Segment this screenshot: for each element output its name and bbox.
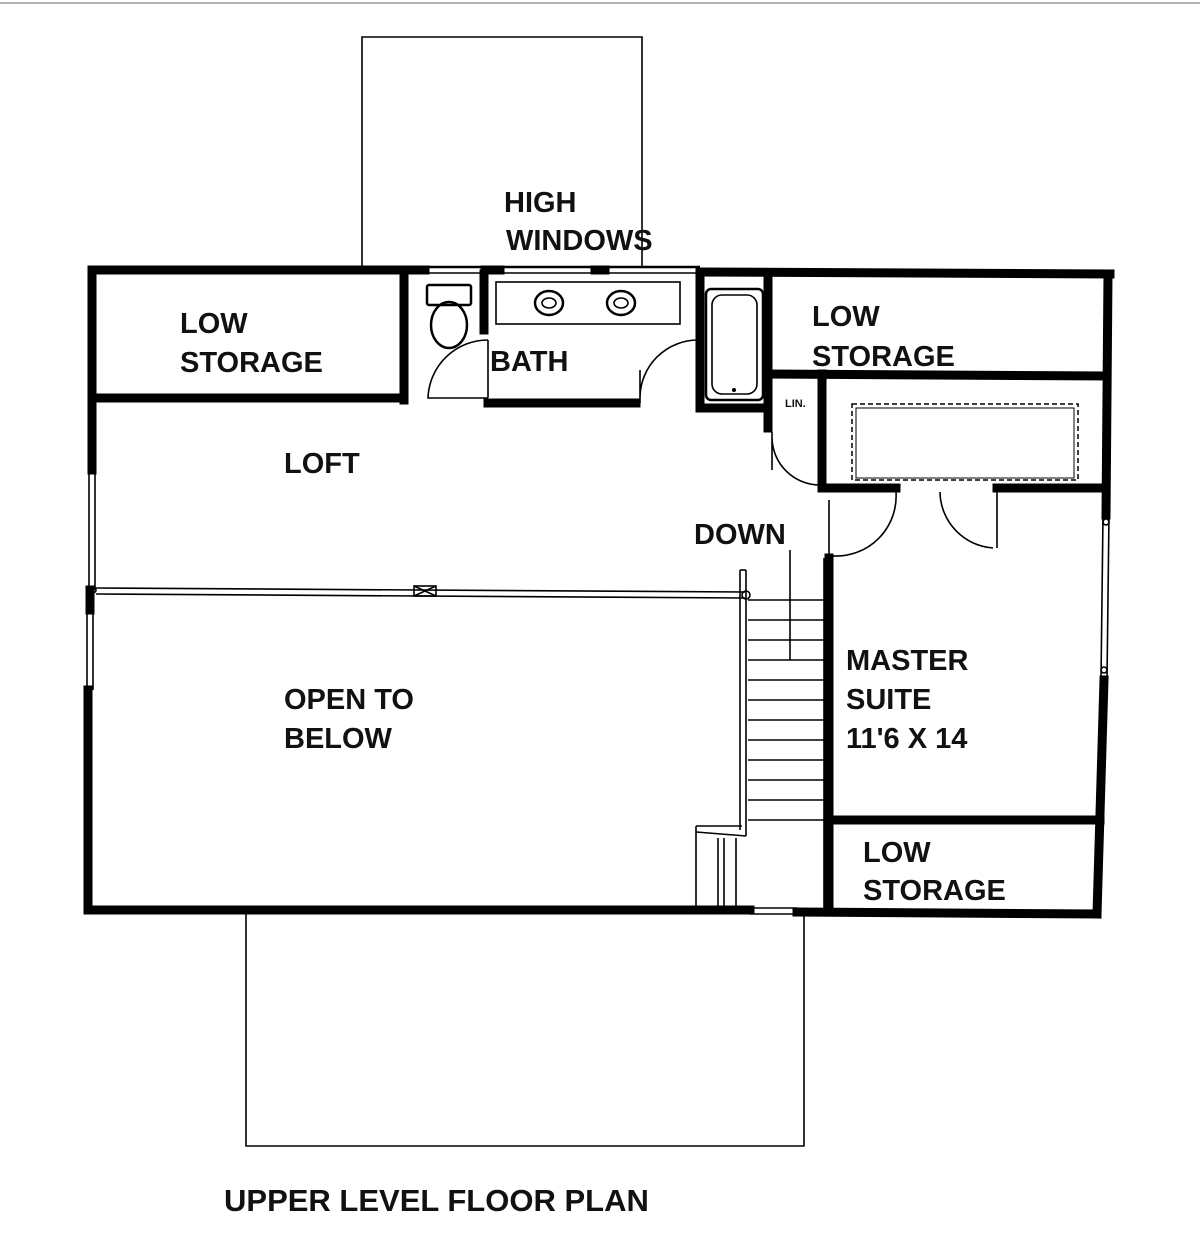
label-low-storage-ne-1: LOW xyxy=(812,301,880,333)
vanity-icon xyxy=(495,281,681,325)
label-low-storage-se-2: STORAGE xyxy=(863,875,1006,907)
label-low-storage-ne-2: STORAGE xyxy=(812,341,955,373)
windows xyxy=(86,265,1110,915)
label-master-dims: 11'6 X 14 xyxy=(846,723,967,755)
label-low-storage-nw-1: LOW xyxy=(180,308,248,340)
label-down: DOWN xyxy=(694,519,786,551)
stair-icon xyxy=(695,550,825,908)
plan-caption: UPPER LEVEL FLOOR PLAN xyxy=(224,1183,649,1218)
label-low-storage-nw-2: STORAGE xyxy=(180,347,323,379)
bathtub-icon xyxy=(704,287,765,402)
loft-railing xyxy=(89,518,1110,674)
closet-shelf-inner xyxy=(855,407,1075,479)
label-bath: BATH xyxy=(490,346,568,378)
label-low-storage-se-1: LOW xyxy=(863,837,931,869)
label-linen: LIN. xyxy=(785,398,806,410)
label-open-to-below-2: BELOW xyxy=(284,723,393,755)
label-master-1: MASTER xyxy=(846,645,969,677)
closet-shelf xyxy=(851,403,1079,481)
label-loft: LOFT xyxy=(284,448,360,480)
door-swings xyxy=(427,339,998,558)
label-high-windows-1: HIGH xyxy=(504,187,577,219)
label-high-windows-2: WINDOWS xyxy=(506,225,653,257)
label-open-to-below-1: OPEN TO xyxy=(284,684,414,716)
toilet-icon xyxy=(425,283,473,350)
interior-walls xyxy=(91,269,1111,917)
label-master-2: SUITE xyxy=(846,684,931,716)
lower-deck-outline xyxy=(245,912,805,1147)
upper-roof-outline xyxy=(361,36,643,267)
